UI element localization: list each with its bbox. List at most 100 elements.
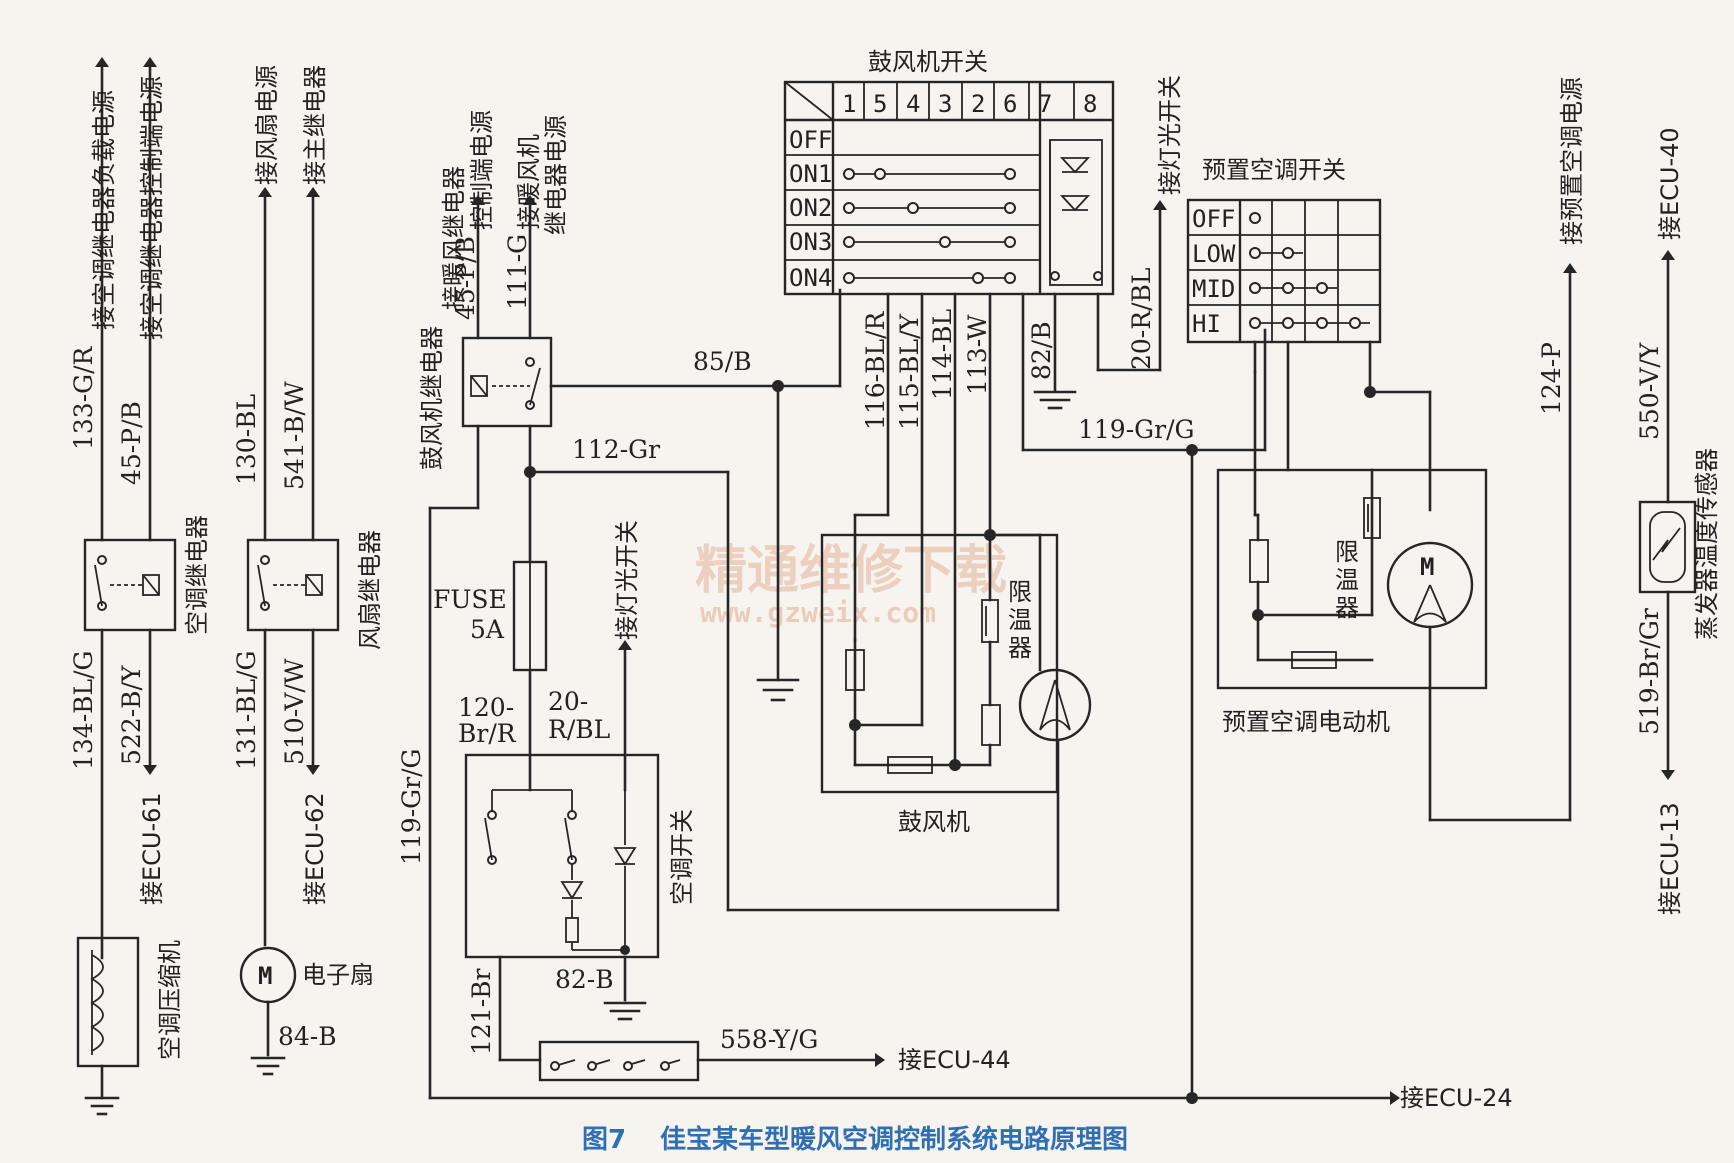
label-blower-relay-power-2: 继电器电源 — [542, 115, 570, 235]
fan-relay-box — [246, 538, 340, 632]
fuse-rating: 5A — [470, 615, 505, 644]
preset-contact-dot — [1282, 247, 1294, 259]
label-fan-power: 接风扇电源 — [253, 65, 281, 185]
wire-label-45-blower: 45-P/B — [451, 236, 480, 320]
blower-switch-col-8: 8 — [1083, 90, 1097, 118]
compressor-box — [76, 936, 140, 1068]
switch-contact-dot — [843, 236, 855, 248]
switch-contact-dot — [1004, 272, 1016, 284]
blower-switch-col-1: 1 — [842, 90, 856, 118]
wire-label-20-b: R/BL — [548, 715, 610, 744]
blower-switch-col-7: 7 — [1038, 90, 1052, 118]
blower-switch-col-2: 2 — [971, 90, 985, 118]
blower-switch-col-6: 6 — [1003, 90, 1017, 118]
wire-label-134: 134-BL/G — [69, 650, 98, 770]
svg-text:M: M — [1420, 553, 1434, 581]
wire-label-558: 558-Y/G — [720, 1025, 818, 1054]
preset-resistor-1 — [1249, 539, 1269, 583]
blower-relay-section — [428, 195, 1400, 1105]
wire-label-115: 115-BL/Y — [895, 313, 924, 430]
switch-contact-dot — [1004, 168, 1016, 180]
label-blower-relay-ctrl-power-2: 控制端电源 — [468, 110, 496, 230]
preset-switch-row-off: OFF — [1192, 205, 1235, 233]
blower-switch-col-3: 3 — [938, 90, 952, 118]
blower-switch-box — [783, 80, 1115, 296]
blower-switch-row-on2: ON2 — [789, 194, 832, 222]
wire-label-131: 131-BL/G — [232, 650, 261, 770]
blower-resistor-2 — [887, 756, 933, 774]
wire-label-84: 84-B — [278, 1022, 337, 1051]
ground-icon — [1033, 390, 1077, 410]
ac-relay-section — [76, 57, 177, 1116]
switch-contact-dot — [843, 272, 855, 284]
wire-label-82-b: 82-B — [555, 965, 614, 994]
blower-switch-title: 鼓风机开关 — [868, 48, 988, 76]
wire-label-111: 111-G — [503, 234, 532, 310]
blower-motor-label: 鼓风机 — [898, 808, 970, 836]
preset-switch-box — [1186, 198, 1382, 344]
wire-label-85: 85/B — [693, 347, 752, 376]
wire-label-510: 510-V/W — [280, 658, 309, 765]
preset-resistor-2 — [1291, 651, 1337, 669]
wire-label-112: 112-Gr — [572, 435, 660, 464]
ac-relay-label: 空调继电器 — [183, 515, 211, 635]
blower-switch-row-off: OFF — [789, 126, 832, 154]
evaporator-sensor-section — [1563, 250, 1697, 822]
preset-contact-dot — [1316, 282, 1328, 294]
relay-contact-top — [97, 555, 107, 565]
indicator-led-icon — [1059, 157, 1091, 174]
wire-label-113: 113-W — [963, 314, 992, 395]
fan-relay-label: 风扇继电器 — [356, 530, 384, 650]
blower-limiter-char-1: 限 — [1008, 578, 1032, 606]
ground-icon — [756, 678, 800, 702]
blower-switch-col-5: 5 — [873, 90, 887, 118]
ecu-13-label: 接ECU-13 — [1656, 802, 1684, 915]
wire-label-120-b: Br/R — [458, 719, 517, 748]
fuse-label: FUSE — [433, 585, 507, 614]
preset-limiter-char-1: 限 — [1335, 538, 1359, 566]
preset-contact-dot — [1249, 317, 1261, 329]
wire-label-519: 519-Br/Gr — [1635, 608, 1664, 735]
preset-switch-row-mid: MID — [1192, 275, 1235, 303]
wire-label-120-a: 120- — [458, 693, 514, 722]
preset-contact-dot — [1249, 282, 1261, 294]
label-blower-relay-power: 接暖风机 — [515, 134, 543, 230]
led-icon — [560, 881, 584, 900]
blower-switch-row-on1: ON1 — [789, 160, 832, 188]
watermark-url: www.gzweix.com — [700, 596, 936, 629]
ecu-61-label: 接ECU-61 — [138, 792, 166, 905]
preset-contact-dot — [1316, 317, 1328, 329]
ac-switch-contact-2 — [564, 817, 573, 861]
fan-relay-coil — [305, 574, 323, 596]
preset-limiter-char-2: 温 — [1335, 566, 1359, 594]
blower-switch-row-on3: ON3 — [789, 228, 832, 256]
blower-relay-label: 鼓风机继电器 — [418, 326, 446, 470]
wire-label-133: 133-G/R — [69, 345, 98, 450]
wire-label-121: 121-Br — [467, 968, 496, 1055]
blower-relay-switch-blade — [529, 367, 541, 406]
ground-icon — [603, 1001, 647, 1021]
preset-motor-section: M — [1216, 370, 1572, 822]
ground-icon — [84, 1096, 120, 1116]
blower-motor-section — [820, 533, 1092, 912]
led-icon — [613, 847, 637, 866]
ecu-24-label: 接ECU-24 — [1400, 1084, 1513, 1112]
svg-text:M: M — [258, 962, 272, 990]
wire-label-20-a: 20- — [548, 687, 588, 716]
label-ac-relay-load-power: 接空调继电器负载电源 — [90, 90, 118, 330]
watermark-text: 精通维修下载 — [695, 541, 1007, 601]
switch-contact-dot — [843, 202, 855, 214]
switch-contact-dot — [907, 202, 919, 214]
relay-coil — [142, 574, 160, 596]
switch-contact-dot — [972, 272, 984, 284]
label-blower-relay-ctrl-power: 接暖风继电器 — [440, 166, 468, 310]
ac-switch-label: 空调开关 — [668, 809, 696, 905]
switch-contact-dot — [874, 168, 886, 180]
wire-label-550: 550-V/Y — [1635, 342, 1664, 440]
label-ac-relay-ctrl-power: 接空调继电器控制端电源 — [138, 76, 166, 340]
ac-switch-contact-1 — [484, 817, 493, 861]
blower-motor-box — [820, 533, 1059, 794]
wire-label-116: 116-BL/R — [861, 310, 890, 430]
